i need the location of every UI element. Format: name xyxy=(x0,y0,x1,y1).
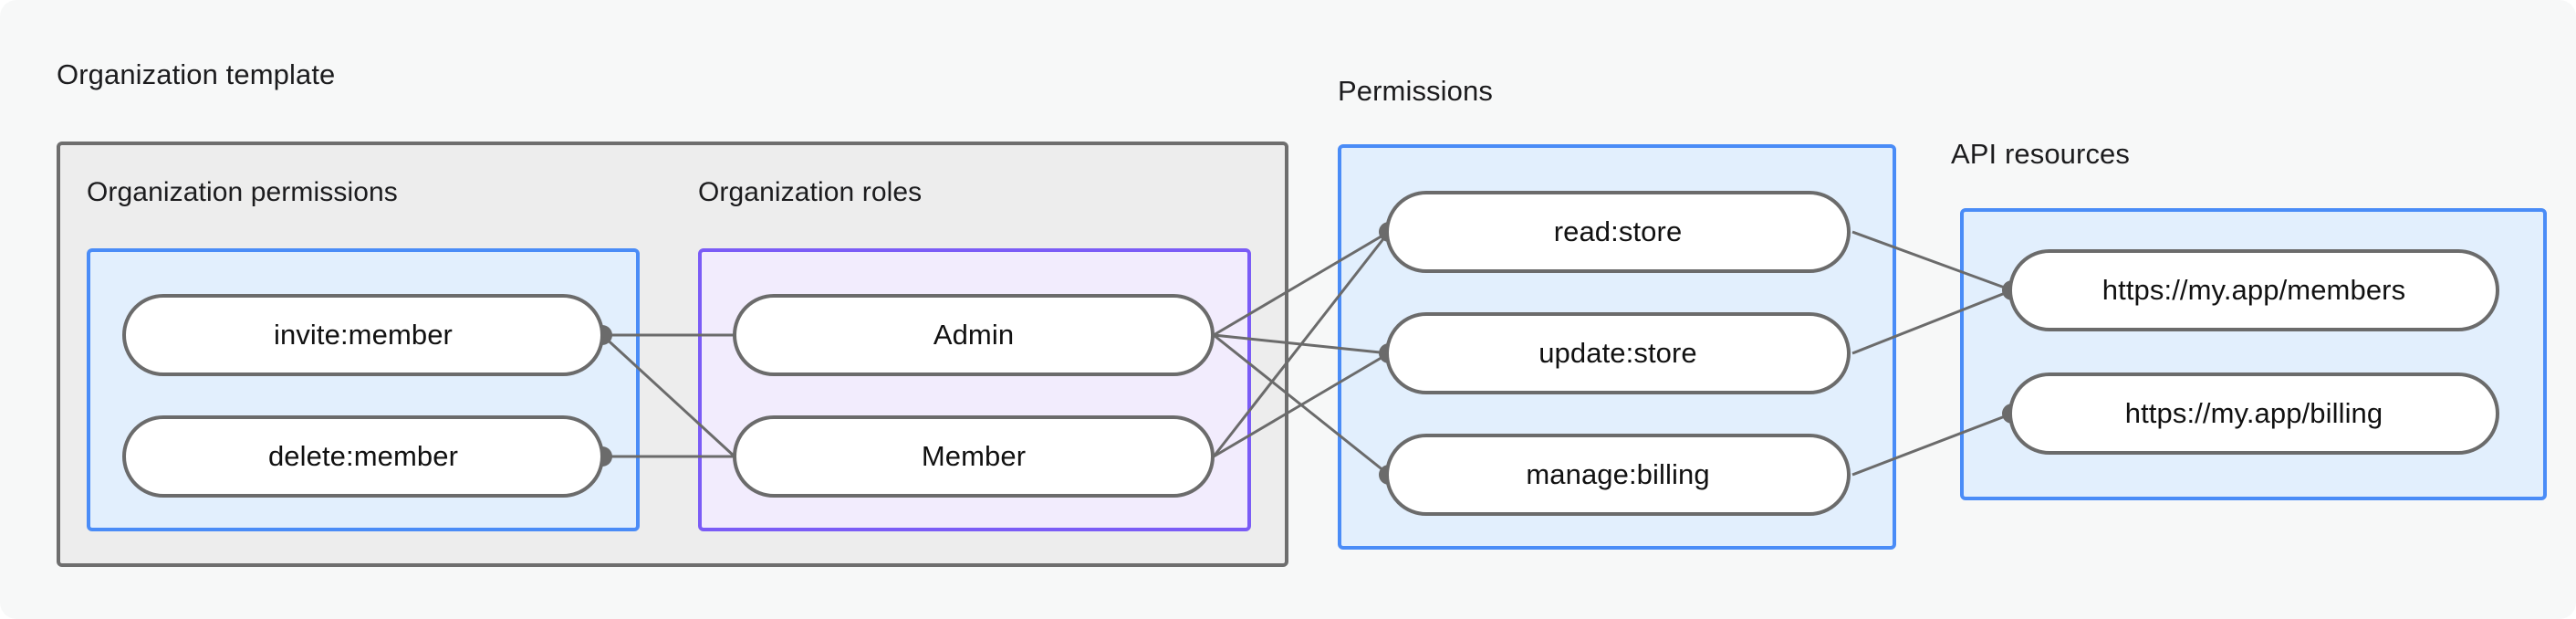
node-member[interactable]: Member xyxy=(733,415,1215,498)
api-resources-label: API resources xyxy=(1951,138,2130,170)
node-update-store[interactable]: update:store xyxy=(1385,312,1851,394)
organization-permissions-label: Organization permissions xyxy=(87,177,398,207)
organization-roles-label: Organization roles xyxy=(698,177,923,207)
node-members-url[interactable]: https://my.app/members xyxy=(2008,249,2499,331)
node-read-store[interactable]: read:store xyxy=(1385,191,1851,273)
node-delete-member[interactable]: delete:member xyxy=(122,415,604,498)
organization-template-label: Organization template xyxy=(57,58,336,90)
node-manage-billing[interactable]: manage:billing xyxy=(1385,434,1851,516)
node-admin[interactable]: Admin xyxy=(733,294,1215,376)
node-billing-url[interactable]: https://my.app/billing xyxy=(2008,372,2499,455)
permissions-label: Permissions xyxy=(1338,75,1493,107)
node-invite-member[interactable]: invite:member xyxy=(122,294,604,376)
